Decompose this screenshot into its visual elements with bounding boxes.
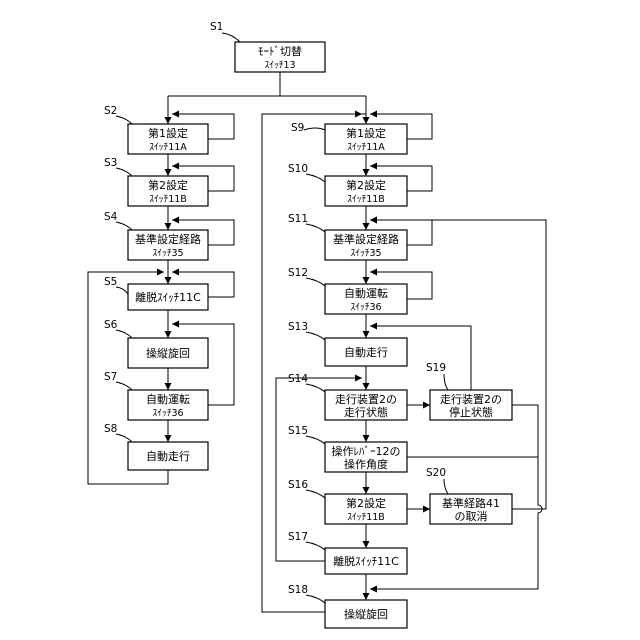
svg-text:ｽｲｯﾁ36: ｽｲｯﾁ36 [350, 302, 381, 313]
svg-text:ﾓｰﾄﾞ切替: ﾓｰﾄﾞ切替 [258, 44, 302, 58]
step-s1-box: ﾓｰﾄﾞ切替 ｽｲｯﾁ13 [235, 42, 325, 72]
label-s11: S11 [288, 213, 308, 225]
svg-text:走行装置2の: 走行装置2の [440, 393, 502, 406]
svg-text:離脱ｽｲｯﾁ11C: 離脱ｽｲｯﾁ11C [135, 290, 201, 304]
svg-text:の取消: の取消 [455, 509, 488, 523]
label-s18: S18 [288, 584, 308, 596]
label-s3: S3 [104, 157, 117, 169]
step-s2-box: 第1設定 ｽｲｯﾁ11A [128, 124, 208, 154]
label-s14: S14 [288, 373, 308, 385]
svg-text:自動走行: 自動走行 [344, 345, 388, 359]
step-s7-box: 自動運転 ｽｲｯﾁ36 [128, 390, 208, 420]
svg-text:ｽｲｯﾁ11A: ｽｲｯﾁ11A [149, 142, 187, 153]
label-s5: S5 [104, 276, 117, 288]
step-s8-box: 自動走行 [128, 442, 208, 470]
label-s19: S19 [426, 362, 446, 374]
svg-text:ｽｲｯﾁ35: ｽｲｯﾁ35 [152, 248, 183, 259]
svg-text:ｽｲｯﾁ36: ｽｲｯﾁ36 [152, 408, 183, 419]
svg-text:基準設定経路: 基準設定経路 [135, 232, 201, 246]
label-s2: S2 [104, 105, 117, 117]
svg-text:自動運転: 自動運転 [146, 392, 190, 406]
svg-text:第2設定: 第2設定 [346, 178, 386, 192]
svg-text:停止状態: 停止状態 [449, 405, 493, 419]
svg-text:操作ﾚﾊﾞｰ12の: 操作ﾚﾊﾞｰ12の [332, 444, 401, 458]
label-s16: S16 [288, 479, 308, 491]
label-s7: S7 [104, 371, 117, 383]
step-s3-box: 第2設定 ｽｲｯﾁ11B [128, 176, 208, 206]
step-s14-box: 走行装置2の 走行状態 [325, 390, 407, 420]
step-s16-box: 第2設定 ｽｲｯﾁ11B [325, 494, 407, 524]
svg-text:操縦旋回: 操縦旋回 [146, 346, 190, 360]
svg-text:自動運転: 自動運転 [344, 286, 388, 300]
label-s15: S15 [288, 425, 308, 437]
step-s4-box: 基準設定経路 ｽｲｯﾁ35 [128, 230, 208, 260]
label-s12: S12 [288, 267, 308, 279]
svg-text:基準経路41: 基準経路41 [442, 496, 500, 510]
step-s19-box: 走行装置2の 停止状態 [430, 390, 512, 420]
step-s6-box: 操縦旋回 [128, 338, 208, 368]
step-s11-box: 基準設定経路 ｽｲｯﾁ35 [325, 230, 407, 260]
step-s17-box: 離脱ｽｲｯﾁ11C [325, 548, 407, 574]
svg-text:ｽｲｯﾁ35: ｽｲｯﾁ35 [350, 248, 381, 259]
label-s8: S8 [104, 423, 117, 435]
label-s13: S13 [288, 321, 308, 333]
svg-text:操縦旋回: 操縦旋回 [344, 607, 388, 621]
svg-text:第2設定: 第2設定 [148, 178, 188, 192]
step-s12-box: 自動運転 ｽｲｯﾁ36 [325, 284, 407, 314]
step-s10-box: 第2設定 ｽｲｯﾁ11B [325, 176, 407, 206]
svg-text:走行装置2の: 走行装置2の [335, 393, 397, 406]
svg-text:ｽｲｯﾁ11B: ｽｲｯﾁ11B [347, 512, 385, 523]
label-s4: S4 [104, 211, 118, 223]
step-s5-box: 離脱ｽｲｯﾁ11C [128, 284, 208, 310]
step-s13-box: 自動走行 [325, 338, 407, 366]
svg-text:離脱ｽｲｯﾁ11C: 離脱ｽｲｯﾁ11C [333, 554, 399, 568]
svg-text:ｽｲｯﾁ11A: ｽｲｯﾁ11A [347, 142, 385, 153]
label-s1: S1 [210, 21, 223, 33]
step-s18-box: 操縦旋回 [325, 600, 407, 628]
svg-text:ｽｲｯﾁ11B: ｽｲｯﾁ11B [149, 194, 187, 205]
svg-text:走行状態: 走行状態 [344, 405, 388, 419]
svg-text:ｽｲｯﾁ13: ｽｲｯﾁ13 [264, 60, 295, 71]
label-s20: S20 [426, 467, 446, 479]
step-s9-box: 第1設定 ｽｲｯﾁ11A [325, 124, 407, 154]
svg-text:第2設定: 第2設定 [346, 496, 386, 510]
label-s9: S9 [291, 122, 304, 134]
label-s17: S17 [288, 531, 308, 543]
svg-text:操作角度: 操作角度 [344, 457, 388, 471]
svg-text:自動走行: 自動走行 [146, 449, 190, 463]
svg-text:第1設定: 第1設定 [346, 126, 386, 140]
label-s10: S10 [288, 163, 308, 175]
svg-text:第1設定: 第1設定 [148, 126, 188, 140]
step-s15-box: 操作ﾚﾊﾞｰ12の 操作角度 [325, 442, 407, 472]
step-s20-box: 基準経路41 の取消 [430, 494, 512, 524]
svg-text:ｽｲｯﾁ11B: ｽｲｯﾁ11B [347, 194, 385, 205]
label-s6: S6 [104, 319, 118, 331]
svg-text:基準設定経路: 基準設定経路 [333, 232, 399, 246]
